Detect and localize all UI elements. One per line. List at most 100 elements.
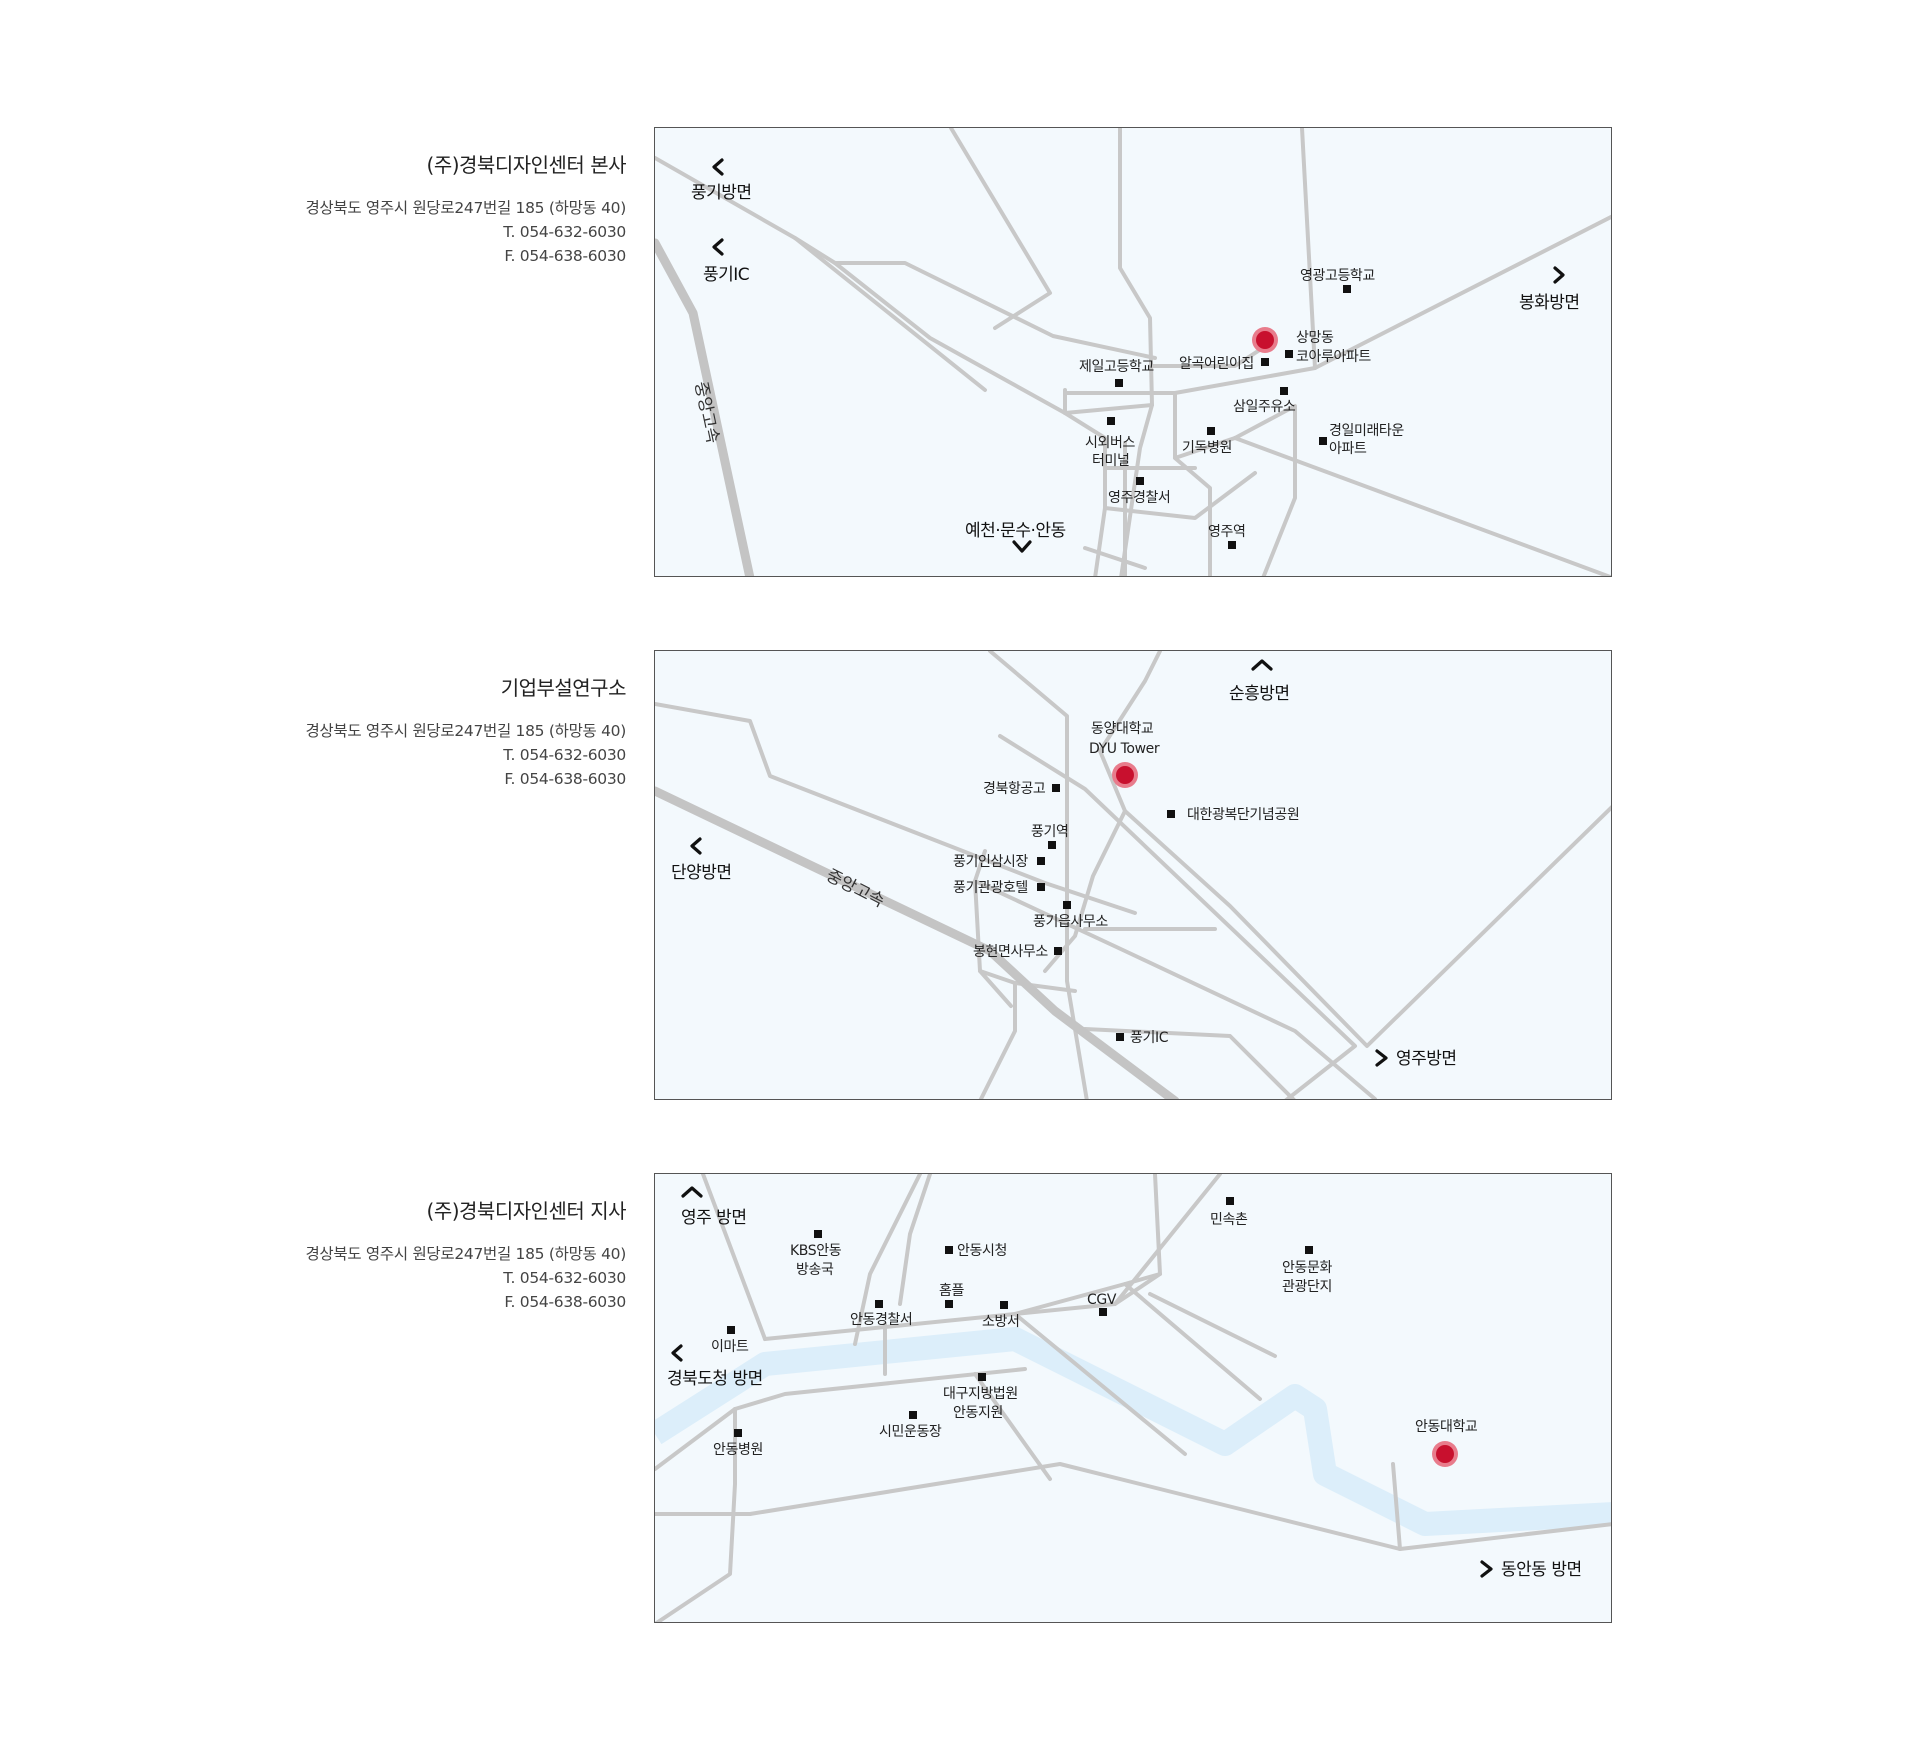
landmark-square-icon	[1054, 947, 1062, 955]
svg-text:동양대학교: 동양대학교	[1091, 721, 1154, 737]
svg-text:동안동 방면: 동안동 방면	[1501, 1560, 1582, 1580]
location-address: 경상북도 영주시 원당로247번길 185 (하망동 40)	[305, 722, 626, 740]
svg-text:민속촌: 민속촌	[1210, 1212, 1248, 1228]
location-tel: T. 054-632-6030	[503, 223, 626, 241]
landmark-square-icon	[734, 1429, 742, 1437]
svg-text:코아루아파트: 코아루아파트	[1296, 349, 1371, 365]
landmark-pungi-ic: 풍기IC	[1116, 1030, 1169, 1046]
landmark-square-icon	[1228, 541, 1236, 549]
svg-text:영주경찰서: 영주경찰서	[1108, 490, 1170, 506]
landmark-hospital: 안동병원	[713, 1429, 763, 1458]
roads	[655, 651, 1611, 1099]
landmark-square-icon	[1107, 417, 1115, 425]
landmark-jeil-high: 제일고등학교	[1079, 359, 1155, 387]
landmark-square-icon	[1099, 1308, 1107, 1316]
direction-danyang: 단양방면	[671, 837, 732, 883]
location-fax: F. 054-638-6030	[504, 770, 626, 788]
landmark-square-icon	[1052, 784, 1060, 792]
landmark-square-icon	[1285, 350, 1293, 358]
landmark-square-icon	[1115, 379, 1123, 387]
chevron-left-icon	[712, 158, 724, 176]
landmark-square-icon	[945, 1300, 953, 1308]
location-fax: F. 054-638-6030	[504, 247, 626, 265]
location-pin-icon	[1432, 1441, 1458, 1467]
svg-text:시민운동장: 시민운동장	[879, 1424, 942, 1440]
landmark-square-icon	[1280, 387, 1288, 395]
location-tel: T. 054-632-6030	[503, 1269, 626, 1287]
landmark-kbs: KBS안동 방송국	[790, 1230, 842, 1278]
chevron-left-icon	[690, 837, 702, 855]
chevron-down-icon	[1012, 540, 1032, 553]
svg-text:CGV: CGV	[1087, 1292, 1117, 1308]
map-branch[interactable]: 영주 방면 경북도청 방면 동안동 방면 KBS안동 방송국 안동시청	[654, 1173, 1612, 1623]
chevron-right-icon	[1375, 1049, 1388, 1067]
chevron-up-icon	[1251, 659, 1273, 671]
landmark-tourist-hotel: 풍기관광호텔	[953, 880, 1045, 896]
landmark-culture-complex: 안동문화 관광단지	[1282, 1246, 1333, 1295]
svg-text:삼일주유소: 삼일주유소	[1233, 399, 1296, 415]
landmark-square-icon	[1207, 427, 1215, 435]
map-hq[interactable]: 중앙고속 풍기방면 풍기IC 봉화방면 예천·문수·안동 영광고등학교	[654, 127, 1612, 577]
direction-sunheung: 순흥방면	[1229, 659, 1290, 704]
landmark-square-icon	[1037, 883, 1045, 891]
landmark-square-icon	[727, 1326, 735, 1334]
landmark-square-icon	[1116, 1033, 1124, 1041]
landmark-square-icon	[1037, 857, 1045, 865]
svg-text:KBS안동: KBS안동	[790, 1243, 842, 1259]
landmark-christian-hospital: 기독병원	[1182, 427, 1232, 456]
landmark-aviation-high: 경북항공고	[983, 781, 1060, 797]
svg-text:안동경찰서: 안동경찰서	[850, 1312, 912, 1328]
svg-text:영광고등학교: 영광고등학교	[1300, 268, 1375, 284]
location-address: 경상북도 영주시 원당로247번길 185 (하망동 40)	[305, 1245, 626, 1263]
landmark-sangmang: 상망동 코아루아파트	[1285, 330, 1372, 365]
landmark-police: 영주경찰서	[1108, 477, 1171, 506]
map-canvas: 중앙고속 순흥방면 단양방면 영주방면 동양대학교 DYU Tower 경북항공…	[655, 651, 1611, 1099]
direction-yeongju: 영주 방면	[681, 1186, 747, 1228]
landmark-stadium: 시민운동장	[879, 1411, 942, 1440]
chevron-right-icon	[1553, 266, 1565, 284]
svg-text:단양방면: 단양방면	[671, 863, 732, 883]
svg-text:경일미래타운: 경일미래타운	[1329, 423, 1404, 439]
landmark-square-icon	[978, 1373, 986, 1381]
roads	[655, 1174, 1611, 1622]
svg-text:영주 방면: 영주 방면	[681, 1208, 746, 1228]
landmark-square-icon	[1343, 285, 1351, 293]
svg-text:풍기방면: 풍기방면	[691, 183, 752, 203]
svg-text:풍기인삼시장: 풍기인삼시장	[953, 854, 1028, 870]
landmark-square-icon	[909, 1411, 917, 1419]
map-lab[interactable]: 중앙고속 순흥방면 단양방면 영주방면 동양대학교 DYU Tower 경북항공…	[654, 650, 1612, 1100]
landmark-ginseng-market: 풍기인삼시장	[953, 854, 1045, 870]
landmark-city-hall: 안동시청	[945, 1243, 1007, 1259]
svg-text:안동문화: 안동문화	[1282, 1260, 1332, 1276]
location-info: 기업부설연구소 경상북도 영주시 원당로247번길 185 (하망동 40) T…	[26, 650, 626, 791]
svg-text:순흥방면: 순흥방면	[1229, 684, 1290, 704]
svg-text:대한광복단기념공원: 대한광복단기념공원	[1187, 807, 1299, 823]
svg-text:봉화방면: 봉화방면	[1519, 293, 1580, 313]
svg-text:풍기IC: 풍기IC	[703, 265, 749, 285]
svg-text:기독병원: 기독병원	[1182, 440, 1232, 456]
svg-text:경북도청 방면: 경북도청 방면	[667, 1369, 763, 1389]
landmark-cgv: CGV	[1087, 1292, 1117, 1316]
landmark-square-icon	[1048, 841, 1056, 849]
location-title: 기업부설연구소	[500, 676, 627, 700]
landmark-yeongju-station: 영주역	[1208, 524, 1246, 549]
svg-text:풍기관광호텔: 풍기관광호텔	[953, 880, 1028, 896]
landmark-square-icon	[814, 1230, 822, 1238]
landmark-square-icon	[1305, 1246, 1313, 1254]
location-title: (주)경북디자인센터 본사	[426, 153, 627, 177]
svg-text:풍기읍사무소: 풍기읍사무소	[1033, 914, 1108, 930]
landmark-square-icon	[1319, 437, 1327, 445]
svg-text:경북항공고: 경북항공고	[983, 781, 1046, 797]
svg-text:안동지원: 안동지원	[953, 1405, 1003, 1421]
direction-pungi-ic: 풍기IC	[703, 238, 750, 285]
landmark-yeonggwang-high: 영광고등학교	[1300, 268, 1376, 293]
direction-yecheon: 예천·문수·안동	[965, 521, 1066, 553]
chevron-up-icon	[681, 1186, 703, 1198]
roads	[655, 128, 1611, 576]
highway-road	[655, 238, 755, 576]
location-address: 경상북도 영주시 원당로247번길 185 (하망동 40)	[305, 199, 626, 217]
river	[655, 1327, 1611, 1536]
svg-text:안동병원: 안동병원	[713, 1442, 763, 1458]
direction-dongandong: 동안동 방면	[1480, 1560, 1582, 1580]
svg-text:DYU Tower: DYU Tower	[1089, 741, 1160, 757]
